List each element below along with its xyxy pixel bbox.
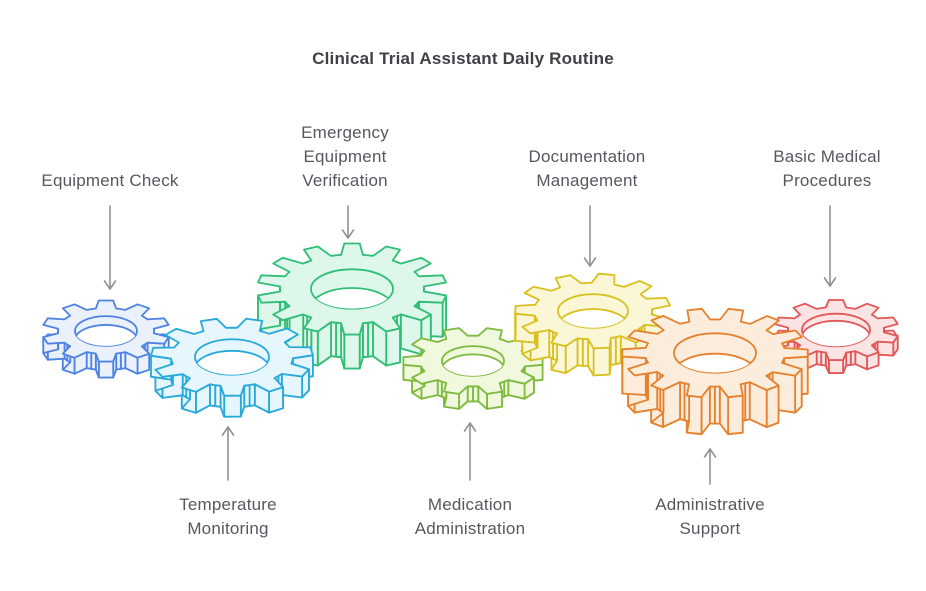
gear-label-emergency-equipment-verification: Emergency Equipment Verification <box>301 123 389 190</box>
gear-label-temperature-monitoring: Temperature Monitoring <box>179 495 277 538</box>
arrow-down-icon <box>341 205 355 239</box>
gear-label-administrative-support: Administrative Support <box>655 495 765 538</box>
gear-label-basic-medical-procedures: Basic Medical Procedures <box>773 147 881 190</box>
arrow-down-icon <box>823 205 837 287</box>
administrative-support-gear <box>621 307 809 436</box>
arrow-up-icon <box>463 422 477 481</box>
arrow-down-icon <box>583 205 597 267</box>
gear-label-medication-administration: Medication Administration <box>414 495 526 538</box>
arrow-up-icon <box>703 448 717 485</box>
equipment-check-gear <box>42 299 170 379</box>
gear-label-documentation-management: Documentation Management <box>528 147 646 190</box>
diagram-title: Clinical Trial Assistant Daily Routine <box>312 49 614 68</box>
emergency-equipment-verification-gear <box>257 242 447 370</box>
arrow-up-icon <box>221 426 235 481</box>
temperature-monitoring-gear <box>150 317 314 418</box>
gear-label-equipment-check: Equipment Check <box>41 171 179 190</box>
arrow-down-icon <box>103 205 117 290</box>
